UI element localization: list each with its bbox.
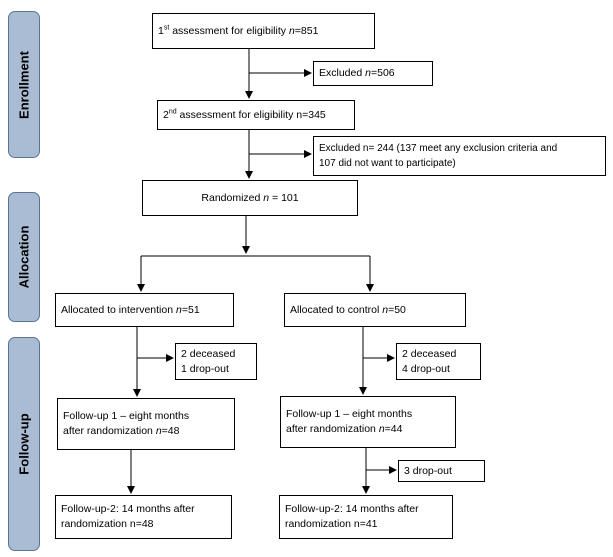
alloc-intervention-text: Allocated to intervention [61,303,176,316]
alloc-intervention-n-label: n [176,303,182,316]
box-followup1-intervention: Follow-up 1 – eight months after randomiz… [57,398,235,450]
excluded1-n-value: =506 [370,67,395,79]
fu1-control-n-value: =44 [384,423,403,435]
lost-intervention-1-line2: 1 drop-out [181,362,229,375]
fu1-intervention-n-label: n [155,425,162,437]
excluded1-text: Excluded [319,67,366,79]
excluded2-line2: 107 did not want to participate) [319,158,456,169]
phase-followup: Follow-up [8,337,40,551]
alloc-control-text: Allocated to control [290,303,383,316]
assess1-n-value: =851 [294,24,319,37]
randomized-n-value: = 101 [269,191,299,204]
fu1-intervention-line2: after randomization [63,425,156,437]
alloc-control-n-label: n [382,303,389,316]
phase-enrollment-label: Enrollment [16,50,32,119]
phase-enrollment: Enrollment [8,11,40,158]
assess1-superscript: st [163,24,170,31]
fu1-control-n-label: n [378,423,385,435]
box-allocated-intervention: Allocated to intervention n=51 [55,293,234,327]
box-lost-intervention-1: 2 deceased 1 drop-out [175,343,257,380]
box-allocated-control: Allocated to control n=50 [284,293,466,327]
box-excluded-1: Excluded n=506 [313,61,433,86]
fu2-control-line2: randomization n=41 [285,518,378,530]
phase-allocation: Allocation [8,192,40,322]
assess2-ordinal: 2 [163,108,169,121]
alloc-control-n-value: =50 [388,303,406,316]
box-followup2-intervention: Follow-up-2: 14 months after randomizatio… [55,495,232,539]
phase-allocation-label: Allocation [16,225,32,289]
lost-control-2-text: 3 drop-out [404,464,452,477]
lost-control-1-line1: 2 deceased [402,347,457,360]
box-followup2-control: Follow-up-2: 14 months after randomizatio… [279,495,453,539]
fu1-intervention-line1: Follow-up 1 – eight months [63,410,190,422]
assess1-ordinal: 1 [158,24,164,37]
box-lost-control-1: 2 deceased 4 drop-out [396,343,481,380]
assess1-text: assessment for eligibility [169,24,289,37]
excluded1-n-label: n [365,67,371,79]
phase-followup-label: Follow-up [16,413,32,475]
box-first-assessment: 1st assessment for eligibility n=851 [152,13,375,49]
box-lost-control-2: 3 drop-out [398,460,485,482]
fu1-control-line2: after randomization [286,423,379,435]
assess2-text: assessment for eligibility n=345 [176,108,326,121]
assess1-n-label: n [288,24,295,37]
box-followup1-control: Follow-up 1 – eight months after randomiz… [280,396,456,448]
assess2-superscript: nd [168,108,177,115]
fu2-control-line1: Follow-up-2: 14 months after [285,503,419,515]
fu1-control-line1: Follow-up 1 – eight months [286,408,413,420]
randomized-n-label: n [263,191,270,204]
randomized-text: Randomized [201,191,264,204]
alloc-intervention-n-value: =51 [181,303,200,316]
box-randomized: Randomized n = 101 [142,180,358,216]
fu2-intervention-line2: randomization n=48 [61,518,154,530]
box-second-assessment: 2nd assessment for eligibility n=345 [157,100,355,130]
lost-control-1-line2: 4 drop-out [402,362,450,375]
box-excluded-2: Excluded n= 244 (137 meet any exclusion … [313,136,606,176]
excluded2-line1: Excluded n= 244 (137 meet any exclusion … [319,143,558,154]
fu1-intervention-n-value: =48 [161,425,180,437]
lost-intervention-1-line1: 2 deceased [181,347,236,360]
fu2-intervention-line1: Follow-up-2: 14 months after [61,503,195,515]
